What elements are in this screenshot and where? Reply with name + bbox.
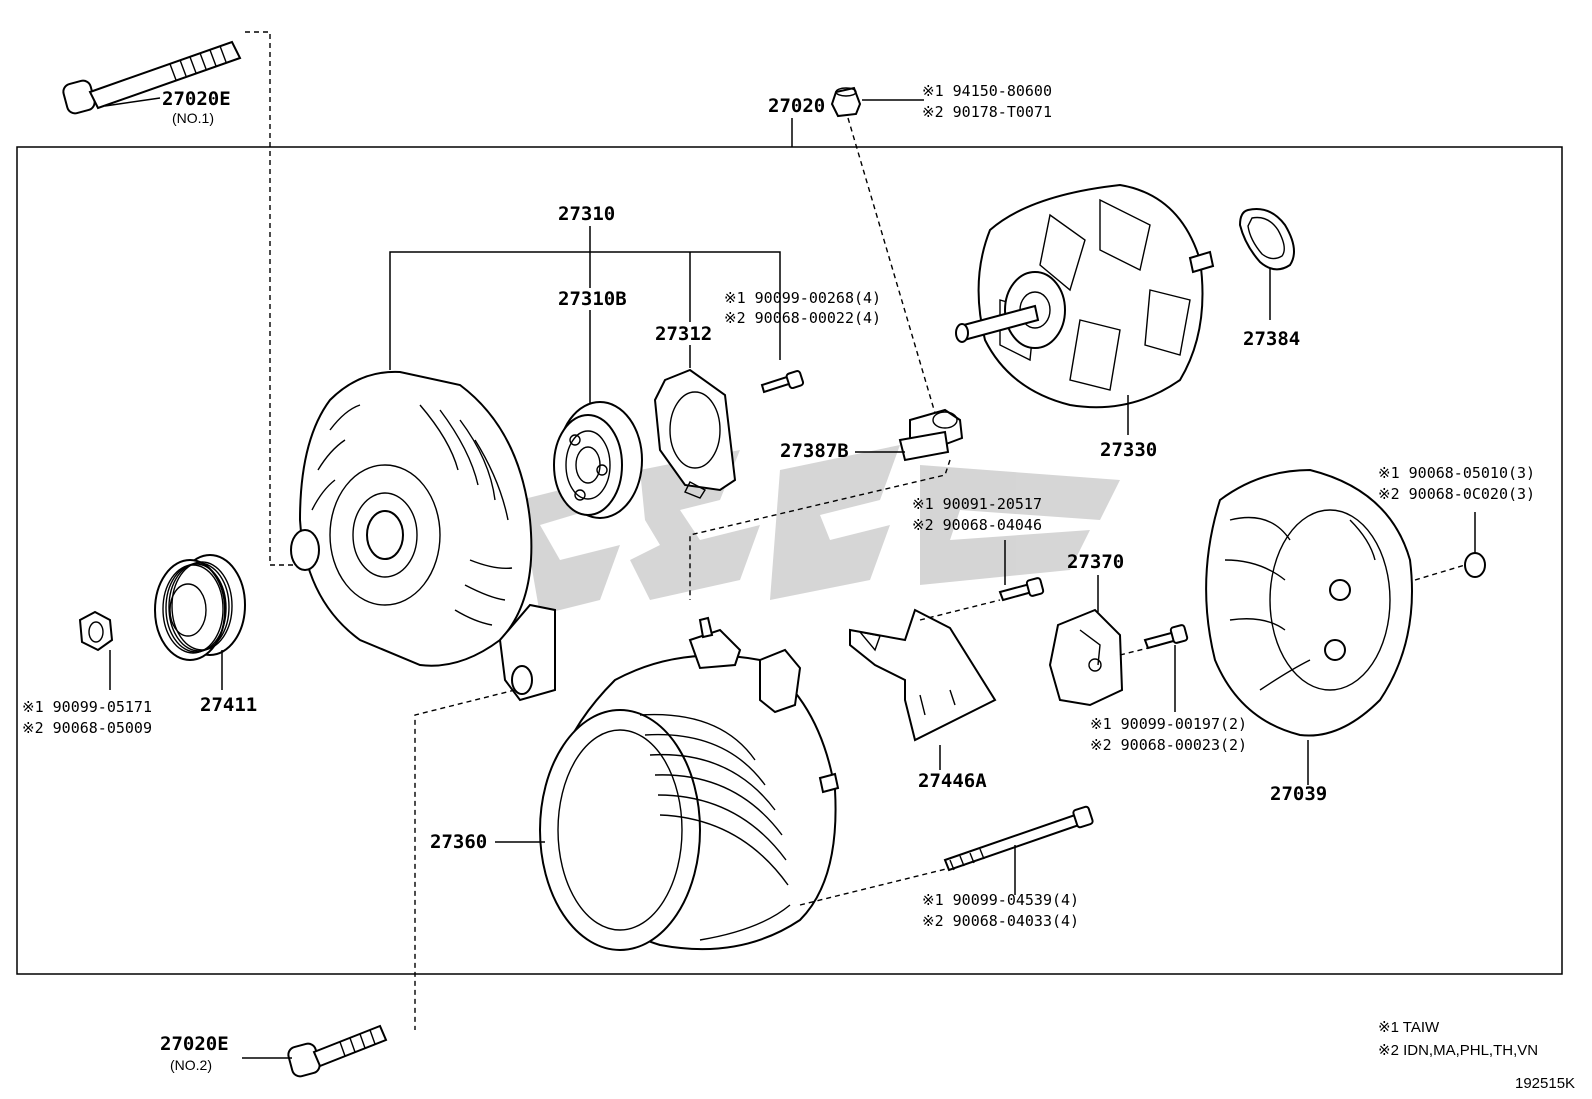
note-screw-27446a-1: ※1 90091-20517	[912, 495, 1042, 513]
diagram-id: 192515K	[1515, 1075, 1575, 1092]
stator-27360	[495, 616, 840, 951]
note-pulley-nut-1: ※1 90099-05171	[22, 698, 152, 716]
bolt-27020e-no1	[62, 40, 242, 115]
screw-27312	[760, 370, 805, 394]
bolt-27020e-no2	[242, 1024, 388, 1078]
screw-27370	[1143, 624, 1189, 712]
label-27411: 27411	[200, 694, 257, 716]
note-through-bolt-1: ※1 90099-04539(4)	[922, 891, 1079, 909]
note-screw-27312-1: ※1 90099-00268(4)	[724, 289, 881, 307]
note-screw-27312-2: ※2 90068-00022(4)	[724, 309, 881, 327]
label-27370: 27370	[1067, 551, 1124, 573]
label-27384: 27384	[1243, 328, 1300, 350]
note-through-bolt-2: ※2 90068-04033(4)	[922, 912, 1079, 930]
note-nut-27039-2: ※2 90068-0C020(3)	[1378, 485, 1535, 503]
label-27360: 27360	[430, 831, 487, 853]
part-27387b	[855, 408, 964, 462]
note-pulley-nut-2: ※2 90068-05009	[22, 719, 152, 737]
label-27020e-no2-sub: (NO.2)	[170, 1057, 212, 1073]
nut-27039	[1464, 512, 1486, 578]
bearing-27310b	[553, 401, 643, 519]
note-screw-27370-1: ※1 90099-00197(2)	[1090, 715, 1247, 733]
retainer-27312	[653, 368, 737, 499]
nut-top	[830, 86, 924, 118]
note-screw-27370-2: ※2 90068-00023(2)	[1090, 736, 1247, 754]
brush-holder-27370	[1048, 575, 1124, 707]
label-27446a: 27446A	[918, 770, 987, 792]
through-bolt	[943, 805, 1094, 895]
plate-27446a	[849, 608, 997, 770]
legend-note-2: ※2 IDN,MA,PHL,TH,VN	[1378, 1042, 1538, 1059]
label-27310b: 27310B	[558, 288, 627, 310]
rotor-27330	[955, 183, 1215, 435]
label-27310: 27310	[558, 203, 615, 225]
label-27330: 27330	[1100, 439, 1157, 461]
label-27020e-no1: 27020E	[162, 88, 231, 110]
label-27020e-no1-sub: (NO.1)	[172, 110, 214, 126]
note-nut-27039-1: ※1 90068-05010(3)	[1378, 464, 1535, 482]
pulley-27411	[154, 554, 246, 690]
rear-cover-27039	[1205, 468, 1413, 785]
label-27020e-no2: 27020E	[160, 1033, 229, 1055]
watermark-logo	[520, 445, 1120, 615]
note-screw-27446a-2: ※2 90068-04046	[912, 516, 1042, 534]
legend-note-1: ※1 TAIW	[1378, 1019, 1440, 1036]
label-27039: 27039	[1270, 783, 1327, 805]
label-27387b: 27387B	[780, 440, 849, 462]
drive-end-frame	[290, 370, 556, 702]
ring-27384	[1238, 208, 1295, 320]
pulley-nut	[78, 610, 114, 690]
label-27020: 27020	[768, 95, 825, 117]
note-nut-top-1: ※1 94150-80600	[922, 82, 1052, 100]
assembly-frame	[16, 146, 1563, 975]
note-nut-top-2: ※2 90178-T0071	[922, 103, 1052, 121]
screw-27446a	[998, 540, 1045, 602]
label-27312: 27312	[655, 323, 712, 345]
